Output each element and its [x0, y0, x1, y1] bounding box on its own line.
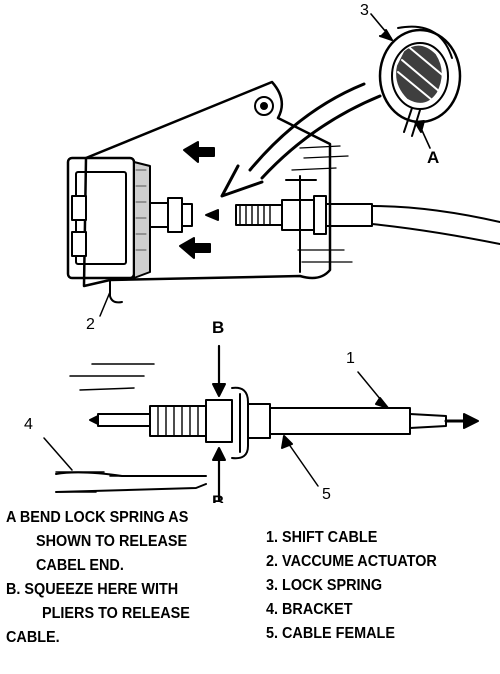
cable-release-detail — [43, 344, 479, 502]
callout-4: 4 — [24, 416, 33, 433]
legend-item-5: 5. CABLE FEMALE — [266, 625, 395, 642]
callout-2: 2 — [86, 316, 95, 333]
vacuum-actuator-assembly — [66, 80, 500, 317]
callout-b-bottom: B — [212, 492, 225, 503]
lock-spring-detail — [370, 13, 462, 149]
instruction-a-line1: A BEND LOCK SPRING AS — [6, 509, 189, 526]
legend-item-2: 2. VACCUME ACTUATOR — [266, 553, 437, 570]
instruction-b-line2: PLIERS TO RELEASE — [42, 605, 190, 622]
instruction-b-line1: B. SQUEEZE HERE WITH — [6, 581, 179, 598]
instruction-b-line3: CABLE. — [6, 629, 60, 646]
legend-item-3: 3. LOCK SPRING — [266, 577, 383, 594]
callout-b-top: B — [212, 318, 225, 337]
callout-3: 3 — [360, 2, 369, 19]
callout-1: 1 — [346, 350, 355, 367]
instruction-a-line3: CABEL END. — [36, 557, 124, 574]
motion-arrow — [220, 82, 382, 198]
legend-item-4: 4. BRACKET — [266, 601, 353, 618]
callout-a: A — [427, 148, 440, 167]
callout-5: 5 — [322, 486, 331, 503]
instruction-a-line2: SHOWN TO RELEASE — [36, 533, 188, 550]
legend-item-1: 1. SHIFT CABLE — [266, 529, 378, 546]
